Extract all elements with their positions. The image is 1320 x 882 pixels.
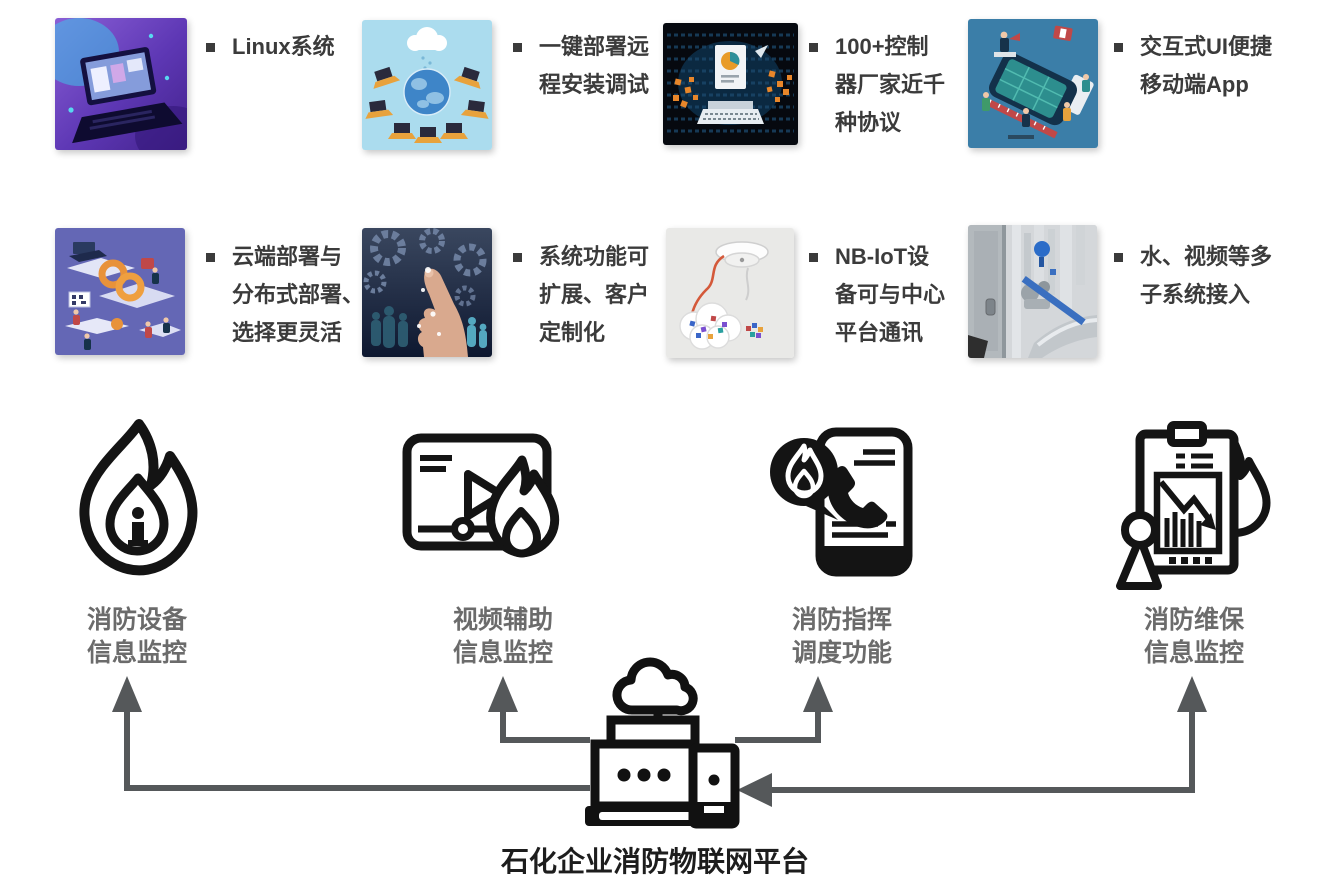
smoke-detector-cloud-image	[666, 228, 794, 358]
cloud-network-image	[362, 20, 492, 150]
bullet-marker	[206, 43, 215, 52]
feature-line: NB-IoT设	[835, 244, 930, 269]
function-label-line: 信息监控	[1143, 639, 1245, 667]
phone-fire-icon	[766, 418, 924, 584]
feature-line: 水、视频等多	[1140, 244, 1273, 269]
function-label-line: 信息监控	[452, 639, 554, 667]
feature-line: 系统功能可	[539, 244, 650, 269]
feature-line: Linux系统	[232, 34, 335, 59]
laptop-purple-image	[55, 18, 187, 150]
smoke-detector-cloud-illustration	[666, 228, 794, 358]
bullet-marker	[1114, 43, 1123, 52]
gears-hand-illustration	[362, 228, 492, 357]
bullet-marker	[513, 43, 522, 52]
feature-text-subsystems: 水、视频等多 子系统接入	[1114, 238, 1272, 314]
function-label-dispatch: 消防指挥 调度功能	[792, 604, 892, 670]
cloud-distributed-image	[55, 228, 185, 355]
bullet-marker	[206, 253, 215, 262]
feature-text-nb-iot: NB-IoT设 备可与中心 平台通讯	[809, 238, 945, 352]
feature-line: 云端部署与	[232, 244, 343, 269]
cloud-network-illustration	[362, 20, 492, 150]
cloud-distributed-illustration	[55, 228, 185, 355]
feature-line: 备可与中心	[835, 282, 946, 307]
gears-hand-image	[362, 228, 492, 357]
function-label-maintenance: 消防维保 信息监控	[1144, 604, 1244, 670]
feature-line: 分布式部署、	[232, 282, 365, 307]
function-label-line: 消防设备	[86, 606, 188, 634]
cloud-server-icon	[583, 656, 743, 832]
fire-info-icon	[62, 418, 212, 586]
mobile-app-image	[968, 19, 1098, 148]
platform-label: 石化企业消防物联网平台	[500, 846, 810, 877]
bullet-marker	[809, 253, 818, 262]
feature-line: 程安装调试	[539, 72, 650, 97]
bullet-marker	[809, 43, 818, 52]
feature-text-mobile-app: 交互式UI便捷 移动端App	[1114, 28, 1272, 104]
feature-line: 扩展、客户	[539, 282, 650, 307]
industrial-pipes-photo	[968, 225, 1097, 358]
binary-laptop-illustration	[663, 23, 798, 145]
feature-line: 定制化	[539, 320, 606, 345]
feature-line: 器厂家近千	[835, 72, 946, 97]
connector-arrows	[112, 676, 1207, 807]
feature-line: 子系统接入	[1140, 282, 1251, 307]
binary-laptop-image	[663, 23, 798, 145]
feature-text-linux: Linux系统	[206, 28, 335, 66]
laptop-purple-illustration	[55, 18, 187, 150]
function-label-line: 调度功能	[791, 639, 893, 667]
video-fire-icon	[402, 428, 577, 574]
feature-line: 交互式UI便捷	[1140, 34, 1273, 59]
industrial-pipes-image	[968, 225, 1097, 358]
feature-text-one-key-deploy: 一键部署远 程安装调试	[513, 28, 649, 104]
clipboard-fire-icon	[1112, 420, 1274, 590]
feature-line: 一键部署远	[539, 34, 650, 59]
feature-text-protocols: 100+控制 器厂家近千 种协议	[809, 28, 945, 142]
function-label-line: 消防指挥	[791, 606, 893, 634]
mobile-app-illustration	[968, 19, 1098, 148]
feature-line: 选择更灵活	[232, 320, 343, 345]
feature-line: 移动端App	[1140, 72, 1249, 97]
bullet-marker	[513, 253, 522, 262]
function-label-device-monitoring: 消防设备 信息监控	[87, 604, 187, 670]
function-label-line: 信息监控	[86, 639, 188, 667]
function-label-video-monitoring: 视频辅助 信息监控	[453, 604, 553, 670]
feature-line: 平台通讯	[835, 320, 924, 345]
function-label-line: 视频辅助	[452, 606, 554, 634]
feature-line: 种协议	[835, 110, 902, 135]
feature-text-cloud-distributed: 云端部署与 分布式部署、 选择更灵活	[206, 238, 364, 352]
feature-text-customizable: 系统功能可 扩展、客户 定制化	[513, 238, 649, 352]
bullet-marker	[1114, 253, 1123, 262]
function-label-line: 消防维保	[1143, 606, 1245, 634]
feature-line: 100+控制	[835, 34, 929, 59]
